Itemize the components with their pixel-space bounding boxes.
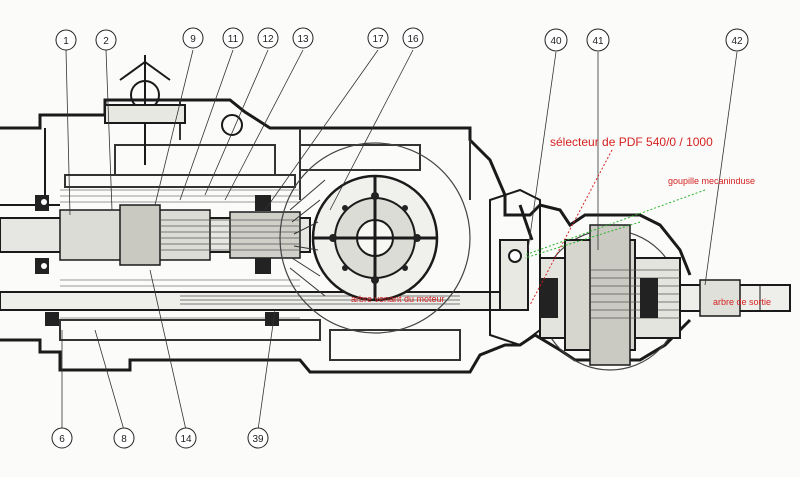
callout-16: 16 (402, 27, 424, 49)
callout-42: 42 (725, 28, 749, 52)
selector-annotation: sélecteur de PDF 540/0 / 1000 (550, 135, 713, 149)
callout-6: 6 (51, 427, 73, 449)
callout-8: 8 (113, 427, 135, 449)
pto-output-shaft (679, 279, 791, 317)
callout-16-label: 16 (407, 34, 419, 45)
callout-39-label: 39 (252, 434, 264, 445)
callout-2: 2 (95, 29, 117, 51)
bevel-pinion (289, 179, 326, 297)
callout-11-label: 11 (228, 34, 239, 45)
callout-9: 9 (182, 27, 204, 49)
callout-42-label: 42 (731, 36, 743, 47)
callout-8-label: 8 (121, 434, 127, 445)
callout-9-label: 9 (190, 34, 196, 45)
pin-leader-2 (524, 221, 641, 259)
callouts-bottom: 6 8 14 39 (51, 427, 269, 449)
callout-2-label: 2 (103, 36, 109, 47)
shift-control-lever (104, 55, 243, 165)
callout-12: 12 (257, 27, 279, 49)
callout-6-label: 6 (59, 434, 65, 445)
callout-12-label: 12 (262, 34, 274, 45)
bearings (35, 195, 279, 326)
main-shaft (0, 204, 311, 266)
callout-13: 13 (292, 27, 314, 49)
callout-14-label: 14 (180, 434, 192, 445)
output-shaft-annotation: arbre de sortie (713, 297, 771, 307)
callout-14: 14 (175, 427, 197, 449)
callout-40: 40 (544, 28, 568, 52)
callout-1: 1 (55, 29, 77, 51)
callout-17-label: 17 (372, 34, 384, 45)
differential-crown-wheel (279, 142, 471, 334)
callout-13-label: 13 (297, 34, 309, 45)
pto-output-gears (539, 224, 681, 371)
pin-annotation: goupille mecaninduse (668, 176, 755, 186)
callouts-top: 1 2 9 11 12 13 17 16 40 41 42 (55, 27, 749, 52)
callout-41: 41 (586, 28, 610, 52)
input-shaft-annotation: arbre venant du moteur (351, 294, 445, 304)
callout-leaders (61, 49, 738, 431)
annotation-leaders (524, 149, 706, 306)
callout-17: 17 (367, 27, 389, 49)
callout-41-label: 41 (592, 36, 604, 47)
callout-40-label: 40 (550, 36, 562, 47)
callout-1-label: 1 (63, 36, 69, 47)
callout-39: 39 (247, 427, 269, 449)
callout-11: 11 (222, 27, 244, 49)
selector-leader (529, 149, 613, 306)
